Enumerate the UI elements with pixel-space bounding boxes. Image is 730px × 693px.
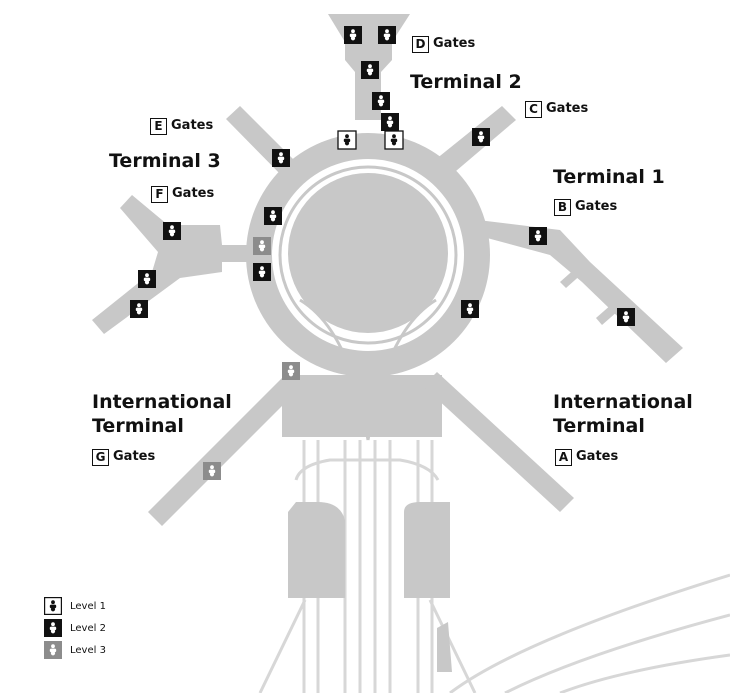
terminal-2-label: Terminal 2 [410,71,522,93]
baby-changing-icon [203,462,221,480]
international-terminal-right-line2: Terminal [553,415,645,437]
gates-e-label: E Gates [150,117,213,135]
gate-letter-d: D [412,35,429,53]
baby-changing-icon [372,92,390,110]
gates-c-text: Gates [546,101,589,116]
international-terminal-left-line1: International [92,391,232,413]
legend-item-level-1: Level 1 [44,595,106,617]
baby-changing-icon [264,207,282,225]
gates-f-text: Gates [172,186,215,201]
baby-changing-icon [138,270,156,288]
gates-b-text: Gates [575,199,618,214]
baby-changing-icon [617,308,635,326]
gate-letter-e: E [150,117,167,135]
icons-level3 [203,237,300,480]
baby-changing-icon [529,227,547,245]
baby-changing-icon [472,128,490,146]
gates-e-text: Gates [171,118,214,133]
gates-a-text: Gates [576,449,619,464]
baby-changing-icon [384,130,404,150]
gate-letter-c: C [525,100,542,118]
baby-changing-icon [461,300,479,318]
terminal-1-label: Terminal 1 [553,166,665,188]
icons-level1 [337,130,404,150]
gate-letter-g: G [92,448,109,466]
international-terminal-left-label: International Terminal [92,390,232,438]
gates-g-label: G Gates [92,448,155,466]
legend-level-3-label: Level 3 [70,644,106,656]
icons-level2 [130,26,635,326]
gates-d-label: D Gates [412,35,475,53]
baby-changing-icon [44,619,62,637]
gate-letter-f: F [151,185,168,203]
gates-b-label: B Gates [554,198,617,216]
baby-changing-icon [381,113,399,131]
gate-letter-b: B [554,198,571,216]
baby-changing-icon [337,130,357,150]
gates-f-label: F Gates [151,185,214,203]
baby-changing-icon [253,263,271,281]
international-terminal-left-line2: Terminal [92,415,184,437]
baby-changing-icon [253,237,271,255]
legend-item-level-2: Level 2 [44,617,106,639]
legend-level-2-label: Level 2 [70,622,106,634]
baby-changing-icon [163,222,181,240]
baby-changing-icon [44,597,62,615]
baby-changing-icon [344,26,362,44]
baby-changing-icon [272,149,290,167]
baby-changing-icon [44,641,62,659]
legend-level-1-label: Level 1 [70,600,106,612]
gates-d-text: Gates [433,36,476,51]
gates-g-text: Gates [113,449,156,464]
baby-changing-icon [378,26,396,44]
baby-changing-icon [361,61,379,79]
baby-changing-icon [130,300,148,318]
legend: Level 1 Level 2 Level 3 [44,595,106,661]
gate-letter-a: A [555,448,572,466]
international-terminal-right-line1: International [553,391,693,413]
gates-a-label: A Gates [555,448,618,466]
baby-changing-icon [282,362,300,380]
terminal-3-label: Terminal 3 [109,150,221,172]
international-terminal-right-label: International Terminal [553,390,693,438]
legend-item-level-3: Level 3 [44,639,106,661]
gates-c-label: C Gates [525,100,588,118]
